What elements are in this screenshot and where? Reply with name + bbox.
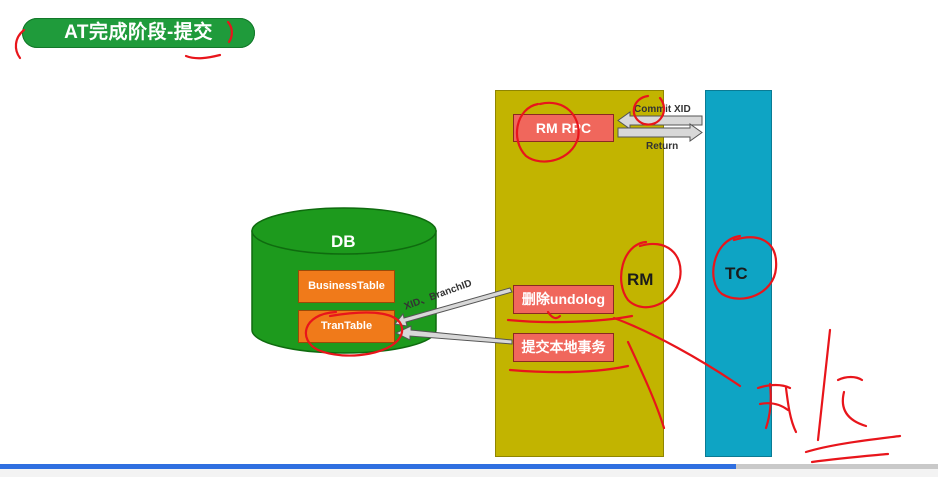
annotation-undolog-tick xyxy=(546,310,562,320)
delete-to-trantable-arrow xyxy=(394,287,513,327)
annotation-sweep-line-2 xyxy=(626,340,666,430)
annotation-title-right xyxy=(226,20,233,44)
business-table-label: BusinessTable xyxy=(308,280,385,292)
return-arrow xyxy=(617,123,703,142)
video-progress-fill xyxy=(0,464,737,469)
annotation-rpc-circle xyxy=(516,101,580,163)
video-progress-track[interactable] xyxy=(0,464,938,469)
annotation-tc-circle xyxy=(712,234,778,300)
bottom-strip xyxy=(0,469,938,477)
annotation-glyph-2c xyxy=(841,390,868,428)
commit-xid-label: Commit XID xyxy=(634,104,691,115)
annotation-undolog-underline xyxy=(506,314,634,324)
tran-table-label: TranTable xyxy=(320,320,373,332)
annotation-glyph-1a xyxy=(756,383,792,390)
annotation-commitxid-circle xyxy=(632,94,666,126)
tran-table-box: TranTable xyxy=(298,310,395,343)
delete-undolog-label: 删除undolog xyxy=(521,291,606,307)
annotation-glyph-2e xyxy=(810,452,890,464)
annotation-sweep-line xyxy=(612,316,742,388)
db-label: DB xyxy=(331,232,356,251)
annotation-trantable-circle xyxy=(304,310,404,357)
annotation-title-left xyxy=(14,28,26,60)
annotation-commit-underline xyxy=(508,364,630,374)
tc-label: TC xyxy=(725,264,748,283)
annotation-glyph-2b xyxy=(836,375,864,382)
delete-undolog-box: 删除undolog xyxy=(513,285,614,314)
annotation-glyph-1c xyxy=(758,402,790,412)
return-label: Return xyxy=(646,141,679,152)
slide-title: AT完成阶段-提交 xyxy=(22,18,255,48)
annotation-title-underline xyxy=(184,53,222,60)
annotation-glyph-1b xyxy=(764,382,772,430)
annotation-glyph-1d xyxy=(784,386,798,434)
commit-to-trantable-arrow xyxy=(394,325,513,345)
rm-label: RM xyxy=(627,270,654,289)
commit-local-tx-label: 提交本地事务 xyxy=(521,339,606,355)
annotation-rm-circle xyxy=(620,240,682,309)
business-table-box: BusinessTable xyxy=(298,270,395,303)
commit-local-tx-box: 提交本地事务 xyxy=(513,333,614,362)
rm-rpc-box: RM RPC xyxy=(513,114,614,142)
annotation-glyph-2d xyxy=(804,434,902,454)
annotation-glyph-2a xyxy=(816,328,832,442)
tc-lane xyxy=(705,90,772,457)
